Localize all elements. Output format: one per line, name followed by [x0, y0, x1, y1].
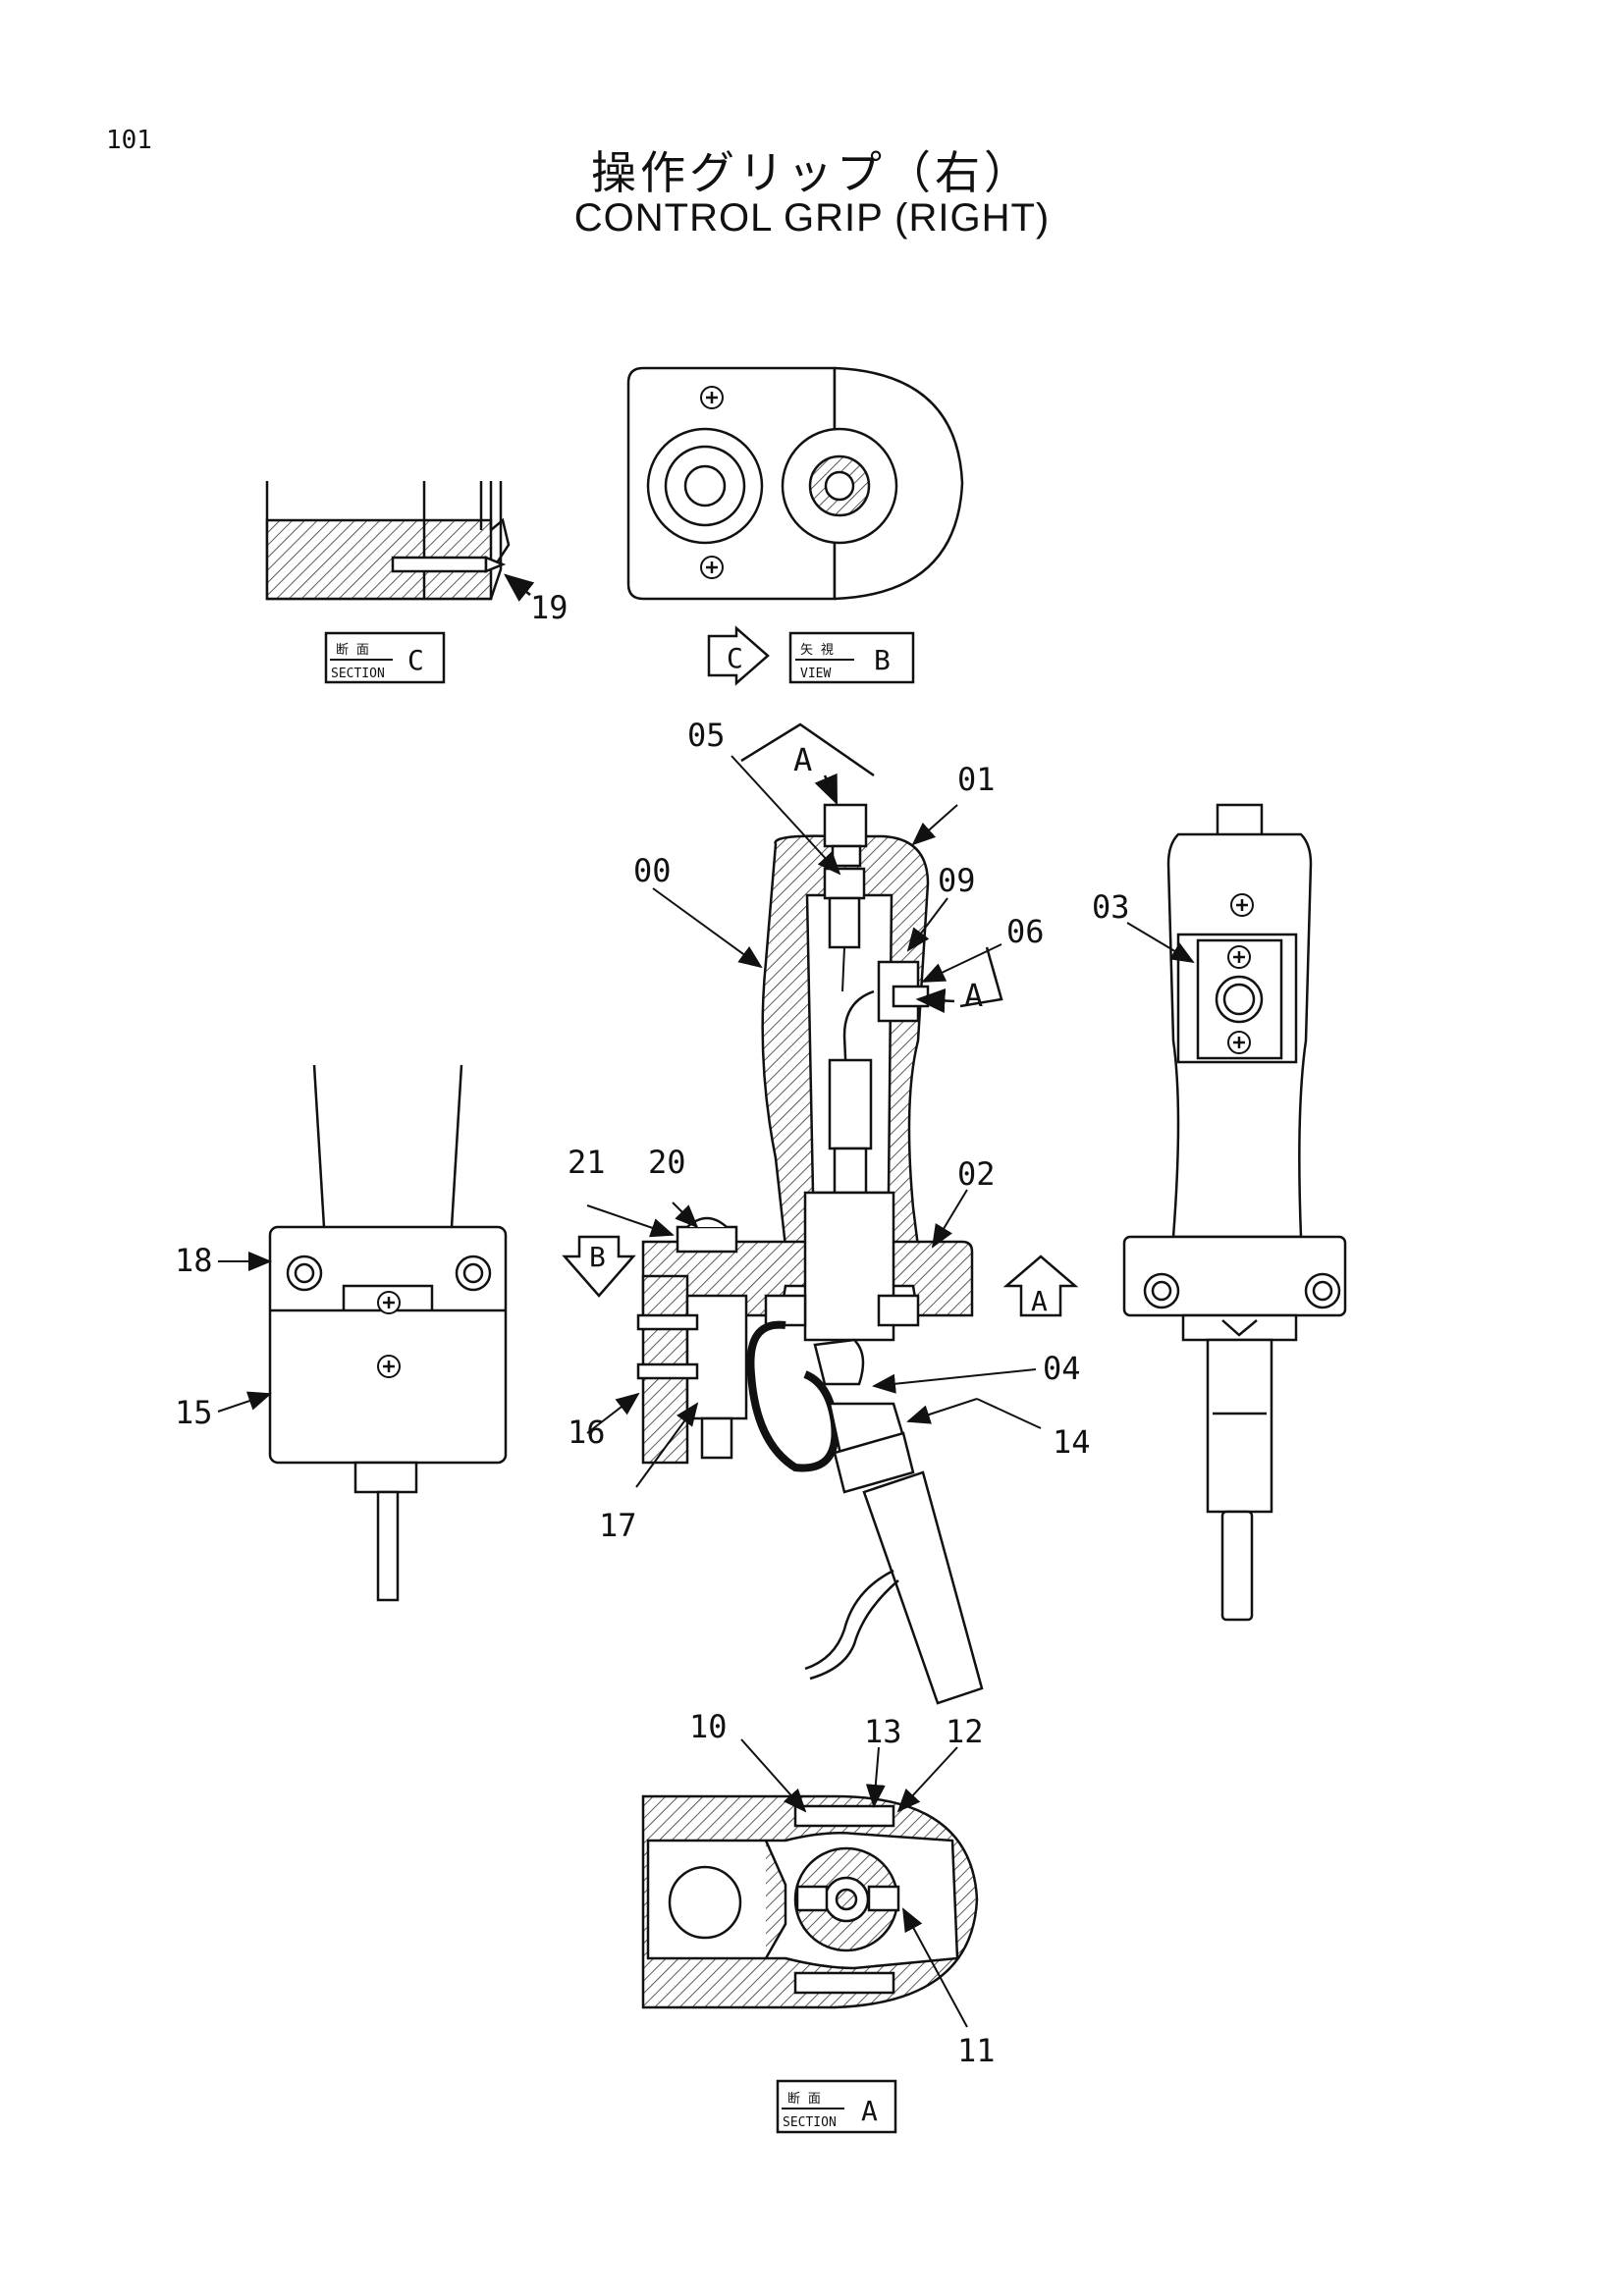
screw-icon — [699, 385, 725, 410]
callout-06: 06 — [1006, 913, 1045, 950]
callout-03: 03 — [1092, 888, 1130, 926]
page-number: 101 — [106, 126, 152, 155]
side-view-left — [268, 1064, 508, 1602]
section-a-cut-letter-side: A — [964, 977, 983, 1014]
callout-01: 01 — [957, 761, 996, 798]
callout-15: 15 — [175, 1394, 213, 1431]
screw-icon — [1226, 1030, 1252, 1055]
section-c-view — [265, 481, 535, 602]
leader-lines — [217, 755, 1195, 2028]
callout-05: 05 — [687, 717, 726, 754]
screw-icon — [1229, 892, 1255, 918]
view-b-arrow-marker: B — [562, 1235, 636, 1298]
view-c-arrow-letter: C — [727, 642, 743, 674]
section-c-tag-en: SECTION — [331, 667, 385, 681]
section-c-tag-jp: 断 面 — [336, 643, 369, 658]
callout-02: 02 — [957, 1155, 996, 1193]
callout-20: 20 — [648, 1144, 686, 1181]
section-a-view — [641, 1794, 979, 2009]
view-b-tag-en: VIEW — [800, 667, 831, 681]
callout-09: 09 — [938, 862, 976, 899]
screw-icon — [376, 1354, 402, 1379]
section-a-tag-jp: 断 面 — [787, 2092, 821, 2107]
callout-21: 21 — [568, 1144, 606, 1181]
view-b-tag-jp: 矢 視 — [800, 643, 834, 658]
view-b-arrow-letter: B — [589, 1241, 606, 1273]
callout-14: 14 — [1053, 1423, 1091, 1461]
callout-13: 13 — [864, 1713, 902, 1750]
callout-17: 17 — [599, 1507, 637, 1544]
section-a-cut-letter-top: A — [793, 741, 812, 778]
view-b-tag-letter: B — [874, 644, 891, 676]
callout-18: 18 — [175, 1242, 213, 1279]
section-a-tag: 断 面 SECTION A — [776, 2079, 897, 2134]
screw-icon — [1226, 944, 1252, 970]
section-c-tag-letter: C — [407, 644, 424, 676]
page-title-english: CONTROL GRIP (RIGHT) — [573, 196, 1051, 240]
view-c-arrow-marker: C — [707, 625, 770, 686]
view-a-arrow-marker: A — [1002, 1255, 1079, 1317]
callout-00: 00 — [633, 852, 672, 889]
grip-cross-section — [636, 803, 984, 1705]
view-a-arrow-letter: A — [1031, 1285, 1048, 1317]
callout-11: 11 — [957, 2032, 996, 2069]
section-a-cut-line-side — [915, 946, 1003, 1013]
section-a-cut-line-top — [740, 722, 875, 806]
section-a-tag-en: SECTION — [783, 2115, 837, 2130]
section-c-tag: 断 面 SECTION C — [324, 631, 446, 684]
side-view-right — [1122, 803, 1347, 1622]
page-title-japanese: 操作グリップ（右） — [591, 146, 1033, 199]
screw-icon — [699, 555, 725, 580]
screw-icon — [376, 1290, 402, 1315]
section-a-tag-letter: A — [861, 2095, 878, 2127]
callout-19: 19 — [530, 589, 568, 626]
view-b-drawing — [626, 366, 964, 601]
view-b-tag: 矢 視 VIEW B — [788, 631, 915, 684]
callout-10: 10 — [689, 1708, 728, 1745]
callout-04: 04 — [1043, 1350, 1081, 1387]
callout-12: 12 — [946, 1713, 984, 1750]
callout-16: 16 — [568, 1414, 606, 1451]
